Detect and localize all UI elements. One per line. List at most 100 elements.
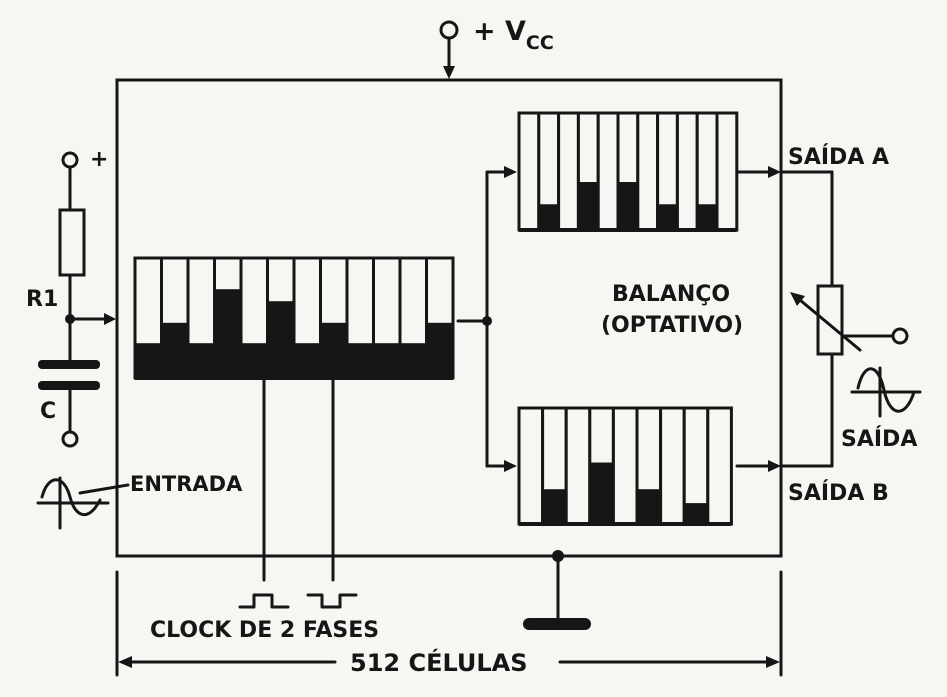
output-a-cell <box>656 111 679 232</box>
balanco-label: BALANÇO <box>612 282 730 307</box>
output-b-cell-outline <box>517 406 545 526</box>
input-charge-fill <box>188 343 215 378</box>
output-a-charge-fill <box>657 204 678 230</box>
output-a-cell <box>616 111 640 232</box>
output-a-charge-fill <box>618 182 638 230</box>
output-terminal <box>891 327 909 345</box>
input-cell <box>213 256 243 380</box>
output-a-cell-outline <box>675 111 699 232</box>
entrada-leader <box>78 483 130 495</box>
plus-terminal <box>61 151 79 169</box>
output-b-charge-fill <box>684 503 708 524</box>
output-b-cell <box>682 406 710 526</box>
input-charge-fill <box>135 343 162 378</box>
r1-label: R1 <box>26 287 58 312</box>
input-charge-fill <box>294 343 321 378</box>
output-sine-icon <box>850 366 922 418</box>
output-a-cell <box>537 111 561 232</box>
output-a-charge-fill <box>578 182 599 230</box>
output-a-cell <box>596 111 620 232</box>
vcc-text: + V <box>473 16 526 47</box>
ground-terminal <box>61 430 79 448</box>
input-cell <box>398 256 428 380</box>
input-cell <box>319 256 349 380</box>
saida-a-label: SAÍDA A <box>788 144 889 170</box>
output-b-register <box>517 406 733 526</box>
output-a-cell <box>675 111 699 232</box>
input-charge-fill <box>373 343 400 378</box>
output-b-cell <box>659 406 686 526</box>
output-b-cell-outline <box>611 406 639 526</box>
output-a-cell-outline <box>517 111 541 232</box>
entrada-label: ENTRADA <box>130 472 243 496</box>
output-b-cell-outline <box>706 406 733 526</box>
output-b-cell <box>541 406 568 526</box>
input-charge-fill <box>347 343 374 378</box>
output-a-register <box>517 111 739 232</box>
output-a-cell <box>636 111 660 232</box>
output-a-charge-fill <box>538 204 559 230</box>
output-a-cell <box>715 111 739 232</box>
output-b-cell <box>635 406 663 526</box>
input-cell <box>239 256 269 380</box>
output-b-cell <box>588 406 615 526</box>
input-cell <box>425 256 455 380</box>
vcc-label: + VCC <box>473 16 554 54</box>
input-cell <box>372 256 402 380</box>
resistor-r1 <box>58 208 86 277</box>
ground-symbol <box>523 550 591 630</box>
clock-lines <box>258 361 339 582</box>
balance-potentiometer <box>790 284 909 356</box>
output-a-cell <box>576 111 600 232</box>
clock-phase-2-icon <box>306 593 358 609</box>
output-a-cell-outline <box>596 111 620 232</box>
output-b-charge-fill <box>637 489 661 524</box>
input-cell <box>292 256 322 380</box>
output-a-cell-outline <box>715 111 739 232</box>
input-charge-fill <box>426 322 453 378</box>
chip-outline <box>115 78 783 558</box>
output-b-cell <box>564 406 592 526</box>
input-cell <box>160 256 190 380</box>
input-network <box>38 151 116 448</box>
saida-label: SAÍDA <box>841 426 917 452</box>
vcc-subscript: CC <box>526 32 554 54</box>
input-sine-icon <box>36 476 110 530</box>
output-b-cell <box>517 406 545 526</box>
output-a-cell-outline <box>636 111 660 232</box>
output-b-charge-fill <box>589 462 614 524</box>
c-label: C <box>40 399 56 424</box>
celulas-label: 512 CÉLULAS <box>350 648 528 677</box>
input-cell <box>133 256 163 380</box>
output-a-cell <box>517 111 541 232</box>
optativo-label: (OPTATIVO) <box>601 313 743 338</box>
input-charge-fill <box>267 301 294 378</box>
input-register <box>133 256 455 380</box>
output-b-cell <box>611 406 639 526</box>
output-wiring <box>735 166 834 472</box>
vcc-terminal <box>439 20 459 79</box>
output-b-cell-outline <box>564 406 592 526</box>
dimension-line <box>115 570 783 677</box>
input-charge-fill <box>161 322 188 378</box>
plus-label: + <box>90 147 108 172</box>
output-b-cell <box>706 406 733 526</box>
capacitor-plate-top <box>38 360 100 369</box>
output-b-cell-outline <box>659 406 686 526</box>
output-a-cell <box>557 111 580 232</box>
clock-label: CLOCK DE 2 FASES <box>150 618 379 643</box>
saida-b-label: SAÍDA B <box>788 480 889 506</box>
output-a-cell <box>695 111 719 232</box>
input-cell <box>266 256 296 380</box>
input-cell <box>186 256 216 380</box>
output-a-cell-outline <box>557 111 580 232</box>
input-cell <box>345 256 375 380</box>
capacitor-plate-bottom <box>38 381 100 390</box>
input-charge-fill <box>214 289 241 378</box>
clock-phase-1-icon <box>238 593 290 609</box>
output-b-charge-fill <box>542 489 567 524</box>
splitter <box>456 166 517 472</box>
input-charge-fill <box>400 343 427 378</box>
